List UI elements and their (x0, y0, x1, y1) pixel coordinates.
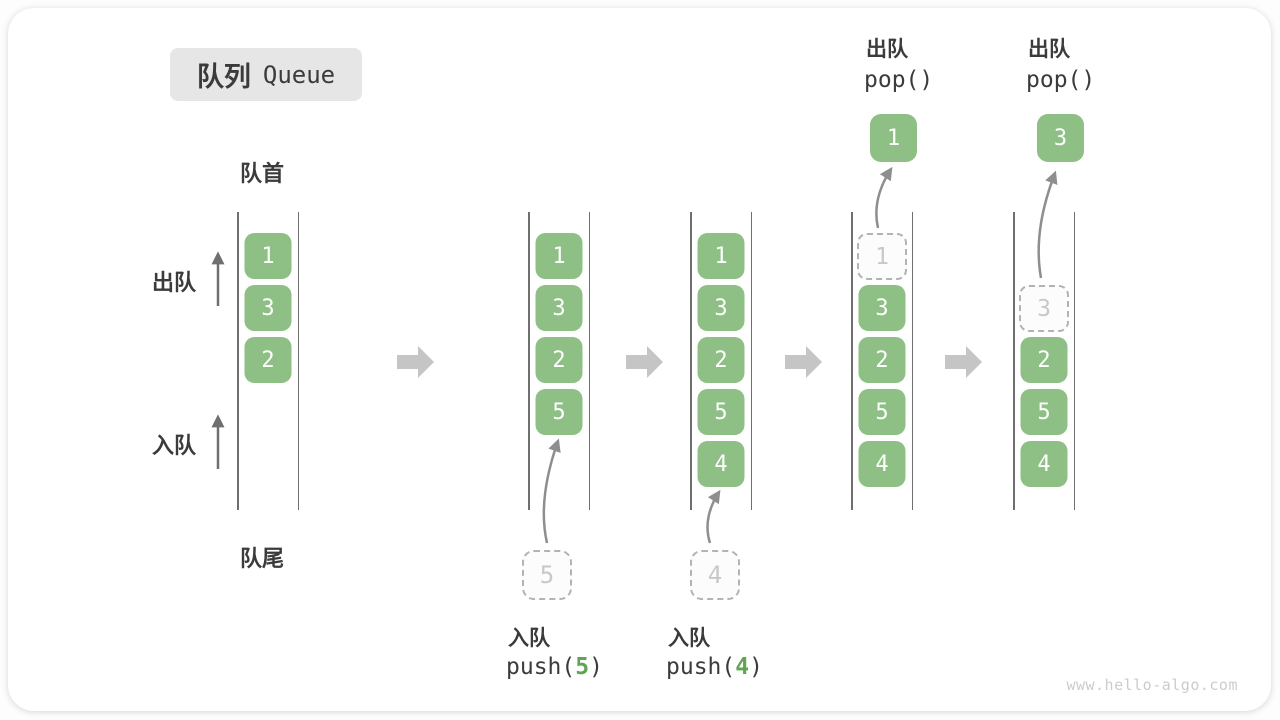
queue-item-removed: 1 (857, 233, 907, 280)
queue-state-5: 3 2 5 4 (1013, 212, 1075, 510)
code-arg: 4 (735, 654, 750, 680)
pop-2-op-code: pop() (1026, 67, 1096, 93)
queue-item: 4 (697, 441, 745, 487)
queue-item: 1 (535, 233, 583, 279)
queue-item: 1 (697, 233, 745, 279)
popped-item-3: 3 (1037, 114, 1084, 162)
queue-front-label: 队首 (240, 161, 285, 186)
title-chip: 队列 Queue (170, 48, 362, 101)
code-post: ) (749, 654, 763, 680)
staged-item-push-4: 4 (690, 550, 740, 600)
code-pre: push( (666, 654, 736, 680)
rail-left (1013, 212, 1015, 510)
diagram-card (8, 8, 1271, 711)
rail-left (690, 212, 692, 510)
rail-right (911, 212, 913, 510)
queue-item: 1 (244, 233, 292, 279)
push-5-op-label: 入队 (508, 627, 550, 650)
watermark: www.hello-algo.com (1066, 676, 1238, 694)
push-4-op-label: 入队 (668, 627, 710, 650)
code-arg: 5 (575, 654, 590, 680)
queue-item: 3 (535, 285, 583, 331)
pop-2-op-label: 出队 (1028, 38, 1070, 61)
push-5-op-code: push(5) (506, 654, 603, 680)
queue-rear-label: 队尾 (240, 546, 285, 571)
rail-right (297, 212, 299, 510)
queue-item: 5 (697, 389, 745, 435)
queue-item-removed: 3 (1019, 285, 1069, 332)
queue-item: 2 (535, 337, 583, 383)
queue-item: 3 (697, 285, 745, 331)
queue-item: 5 (858, 389, 906, 435)
queue-item: 3 (858, 285, 906, 331)
pop-1-op-code: pop() (864, 67, 934, 93)
rail-left (237, 212, 239, 510)
dequeue-side-label: 出队 (152, 270, 197, 295)
staged-item-push-5: 5 (522, 550, 572, 600)
queue-item: 4 (1020, 441, 1068, 487)
queue-item: 2 (697, 337, 745, 383)
queue-state-3: 1 3 2 5 4 (690, 212, 752, 510)
queue-item: 5 (535, 389, 583, 435)
code-post: ) (589, 654, 603, 680)
rail-left (851, 212, 853, 510)
queue-item: 2 (244, 337, 292, 383)
queue-item: 2 (858, 337, 906, 383)
rail-right (1073, 212, 1075, 510)
queue-item: 5 (1020, 389, 1068, 435)
popped-item-1: 1 (870, 114, 917, 162)
queue-state-4: 1 3 2 5 4 (851, 212, 913, 510)
queue-item: 2 (1020, 337, 1068, 383)
rail-right (750, 212, 752, 510)
queue-state-1: 1 3 2 (237, 212, 299, 510)
rail-right (588, 212, 590, 510)
title-en: Queue (262, 60, 336, 89)
queue-item: 4 (858, 441, 906, 487)
rail-left (528, 212, 530, 510)
queue-state-2: 1 3 2 5 (528, 212, 590, 510)
title-zh: 队列 (196, 62, 251, 92)
push-4-op-code: push(4) (666, 654, 763, 680)
code-pre: push( (506, 654, 576, 680)
enqueue-side-label: 入队 (152, 433, 197, 458)
pop-1-op-label: 出队 (866, 38, 908, 61)
queue-item: 3 (244, 285, 292, 331)
